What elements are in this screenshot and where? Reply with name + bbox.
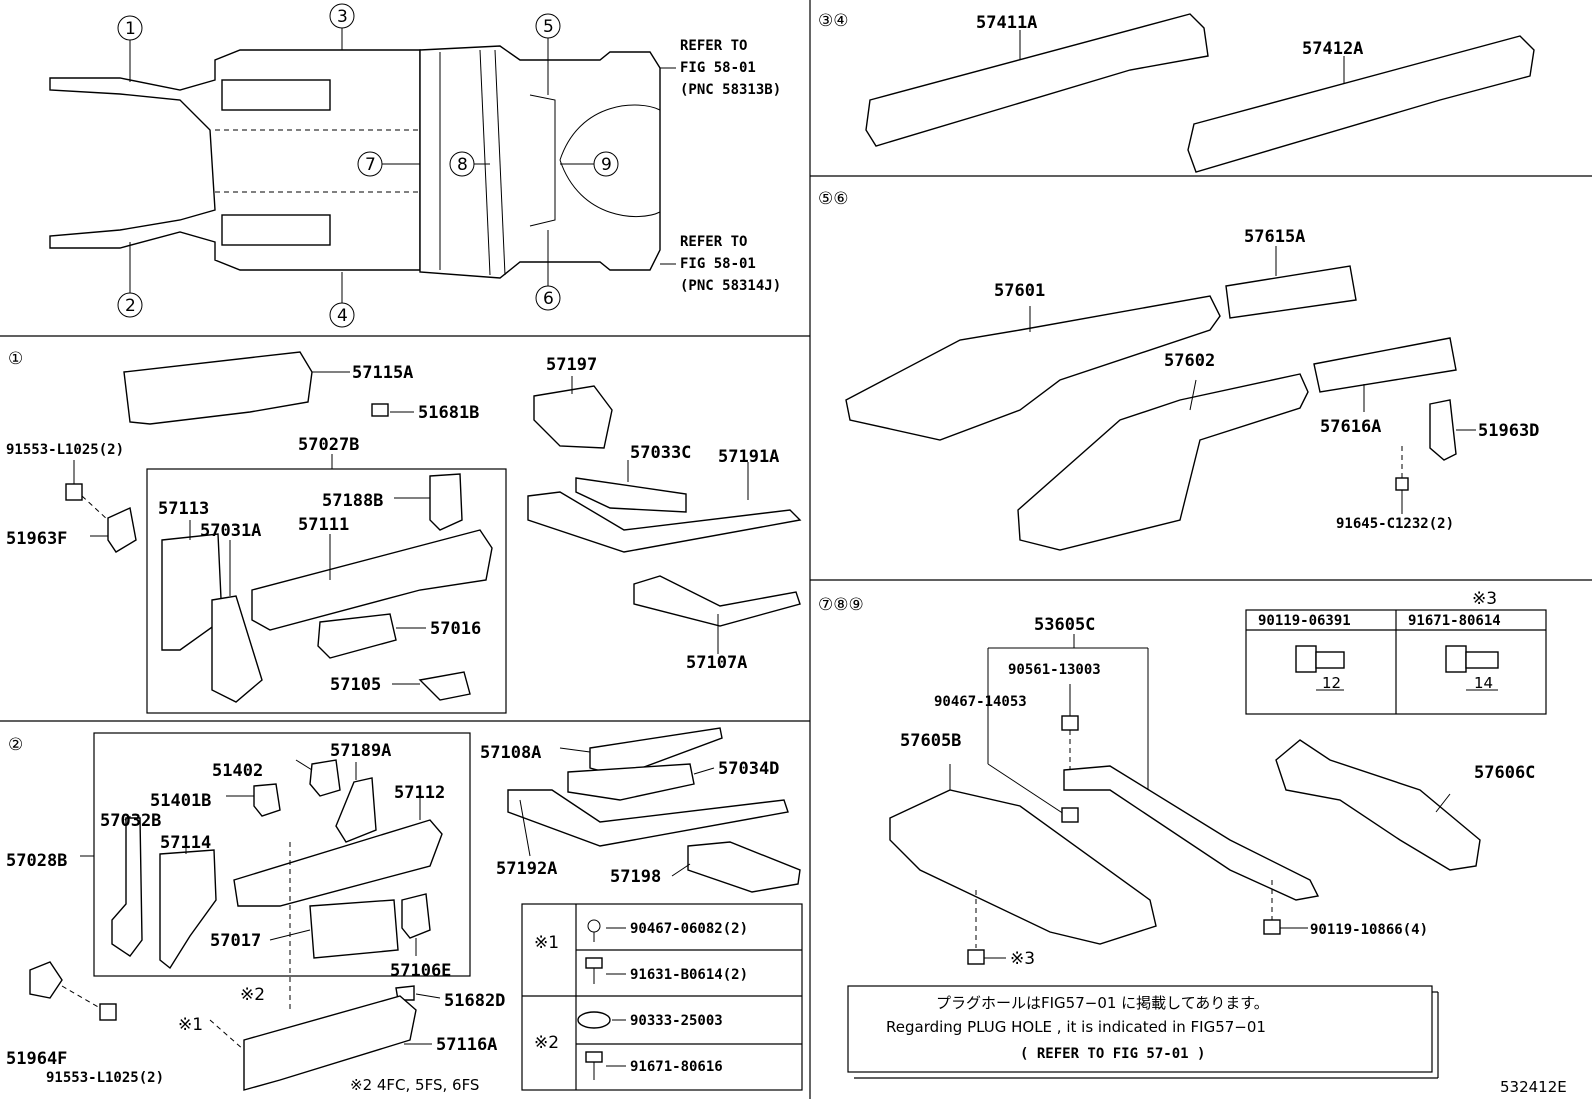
- group-box-57028B: [93, 732, 471, 977]
- footnote-mark-2: ※2 4FC, 5FS, 6FS: [350, 1076, 479, 1094]
- table-mark-3: ※3: [1472, 589, 1497, 609]
- label-51963D: 51963D: [1478, 421, 1539, 441]
- label-57017: 57017: [210, 931, 261, 951]
- label-57188B: 57188B: [322, 491, 383, 511]
- legend-mark-2: ※2: [534, 1033, 559, 1053]
- note-english: Regarding PLUG HOLE , it is indicated in…: [886, 1018, 1266, 1036]
- label-57606C: 57606C: [1474, 763, 1535, 783]
- section-56-header: ⑤⑥: [818, 189, 848, 209]
- callout-5: 5: [543, 17, 554, 37]
- label-57198: 57198: [610, 867, 661, 887]
- label-57113: 57113: [158, 499, 209, 519]
- label-57028B: 57028B: [6, 851, 67, 871]
- callout-9: 9: [601, 155, 612, 175]
- label-57114: 57114: [160, 833, 211, 853]
- section-3-4: ③④ 57411A 57412A: [818, 11, 1535, 173]
- label-57105: 57105: [330, 675, 381, 695]
- section-2-header: ②: [8, 735, 23, 755]
- legend-90333-25003: 90333-25003: [630, 1013, 723, 1029]
- figure-id: 532412E: [1500, 1078, 1567, 1096]
- label-57027B: 57027B: [298, 435, 359, 455]
- dim-14: 14: [1474, 674, 1493, 692]
- legend-91671-80616: 91671-80616: [630, 1059, 723, 1075]
- label-51402: 51402: [212, 761, 263, 781]
- label-57033C: 57033C: [630, 443, 691, 463]
- mark-1: ※1: [178, 1015, 203, 1035]
- mark-2: ※2: [240, 985, 265, 1005]
- callout-6: 6: [543, 289, 554, 309]
- section-7-8-9: ⑦⑧⑨ ※3 90119-06391 91671-80614: [818, 589, 1547, 1079]
- part-57115A-shape: [123, 351, 313, 425]
- label-57112: 57112: [394, 783, 445, 803]
- section-2: ②: [6, 727, 803, 1094]
- label-57197: 57197: [546, 355, 597, 375]
- label-57605B: 57605B: [900, 731, 961, 751]
- mark-3: ※3: [1010, 949, 1035, 969]
- label-57189A: 57189A: [330, 741, 391, 761]
- refer-bottom-line2: FIG 58-01: [680, 256, 756, 272]
- label-57031A: 57031A: [200, 521, 261, 541]
- label-91645-C1232: 91645-C1232(2): [1336, 516, 1454, 532]
- label-51401B: 51401B: [150, 791, 211, 811]
- frame-overview: 1 2 3 4 5 6 7 8 9 REFER TO FIG 58-01 (PN…: [49, 3, 781, 328]
- legend-90467-06082: 90467-06082(2): [630, 921, 748, 937]
- label-57601: 57601: [994, 281, 1045, 301]
- label-53605C: 53605C: [1034, 615, 1095, 635]
- label-57111: 57111: [298, 515, 349, 535]
- legend-table: ※1 ※2 90467-06082(2) 91631-B0614(2) 9033…: [521, 903, 803, 1091]
- label-90119-10866: 90119-10866(4): [1310, 922, 1428, 938]
- label-57106E: 57106E: [390, 961, 451, 981]
- label-57412A: 57412A: [1302, 39, 1363, 59]
- label-57107A: 57107A: [686, 653, 747, 673]
- label-91553-L1025-2: 91553-L1025(2): [46, 1070, 164, 1086]
- label-57108A: 57108A: [480, 743, 541, 763]
- callout-1: 1: [125, 19, 136, 39]
- section-34-header: ③④: [818, 11, 848, 31]
- callout-2: 2: [125, 296, 136, 316]
- group-box-57027B: [146, 468, 507, 714]
- section-5-6: ⑤⑥ 57615A 57601 57602 57616A 51963D 9164…: [818, 189, 1539, 551]
- label-57192A: 57192A: [496, 859, 557, 879]
- refer-top-line3: (PNC 58313B): [680, 82, 781, 98]
- label-57602: 57602: [1164, 351, 1215, 371]
- callout-3: 3: [337, 7, 348, 27]
- note-refer: ( REFER TO FIG 57-01 ): [1020, 1046, 1205, 1062]
- table-col-91671-80614: 91671-80614: [1408, 613, 1501, 629]
- legend-91631-B0614: 91631-B0614(2): [630, 967, 748, 983]
- callout-7: 7: [365, 155, 376, 175]
- label-57191A: 57191A: [718, 447, 779, 467]
- table-col-90119-06391: 90119-06391: [1258, 613, 1351, 629]
- label-51963F: 51963F: [6, 529, 67, 549]
- note-japanese: プラグホールはFIG57−01 に掲載してあります。: [936, 994, 1269, 1012]
- callout-4: 4: [337, 306, 348, 326]
- label-57116A: 57116A: [436, 1035, 497, 1055]
- label-57411A: 57411A: [976, 13, 1037, 33]
- label-90467-14053: 90467-14053: [934, 694, 1027, 710]
- callout-8: 8: [457, 155, 468, 175]
- label-91553-L1025-1: 91553-L1025(2): [6, 442, 124, 458]
- label-51682D: 51682D: [444, 991, 505, 1011]
- label-57032B: 57032B: [100, 811, 161, 831]
- section-789-header: ⑦⑧⑨: [818, 595, 864, 615]
- label-51681B: 51681B: [418, 403, 479, 423]
- label-57115A: 57115A: [352, 363, 413, 383]
- label-51964F: 51964F: [6, 1049, 67, 1069]
- label-57016: 57016: [430, 619, 481, 639]
- label-57616A: 57616A: [1320, 417, 1381, 437]
- label-57034D: 57034D: [718, 759, 779, 779]
- refer-top-line2: FIG 58-01: [680, 60, 756, 76]
- section-1-header: ①: [8, 349, 23, 369]
- section-1: ① 57115A 5168: [6, 349, 802, 714]
- refer-top-line1: REFER TO: [680, 38, 747, 54]
- label-57615A: 57615A: [1244, 227, 1305, 247]
- label-90561-13003: 90561-13003: [1008, 662, 1101, 678]
- plug-hole-note: プラグホールはFIG57−01 に掲載してあります。 Regarding PLU…: [847, 985, 1439, 1079]
- mark3-table: ※3 90119-06391 91671-80614 12 14: [1245, 589, 1547, 715]
- dim-12: 12: [1322, 674, 1341, 692]
- refer-bottom-line3: (PNC 58314J): [680, 278, 781, 294]
- legend-mark-1: ※1: [534, 933, 559, 953]
- refer-bottom-line1: REFER TO: [680, 234, 747, 250]
